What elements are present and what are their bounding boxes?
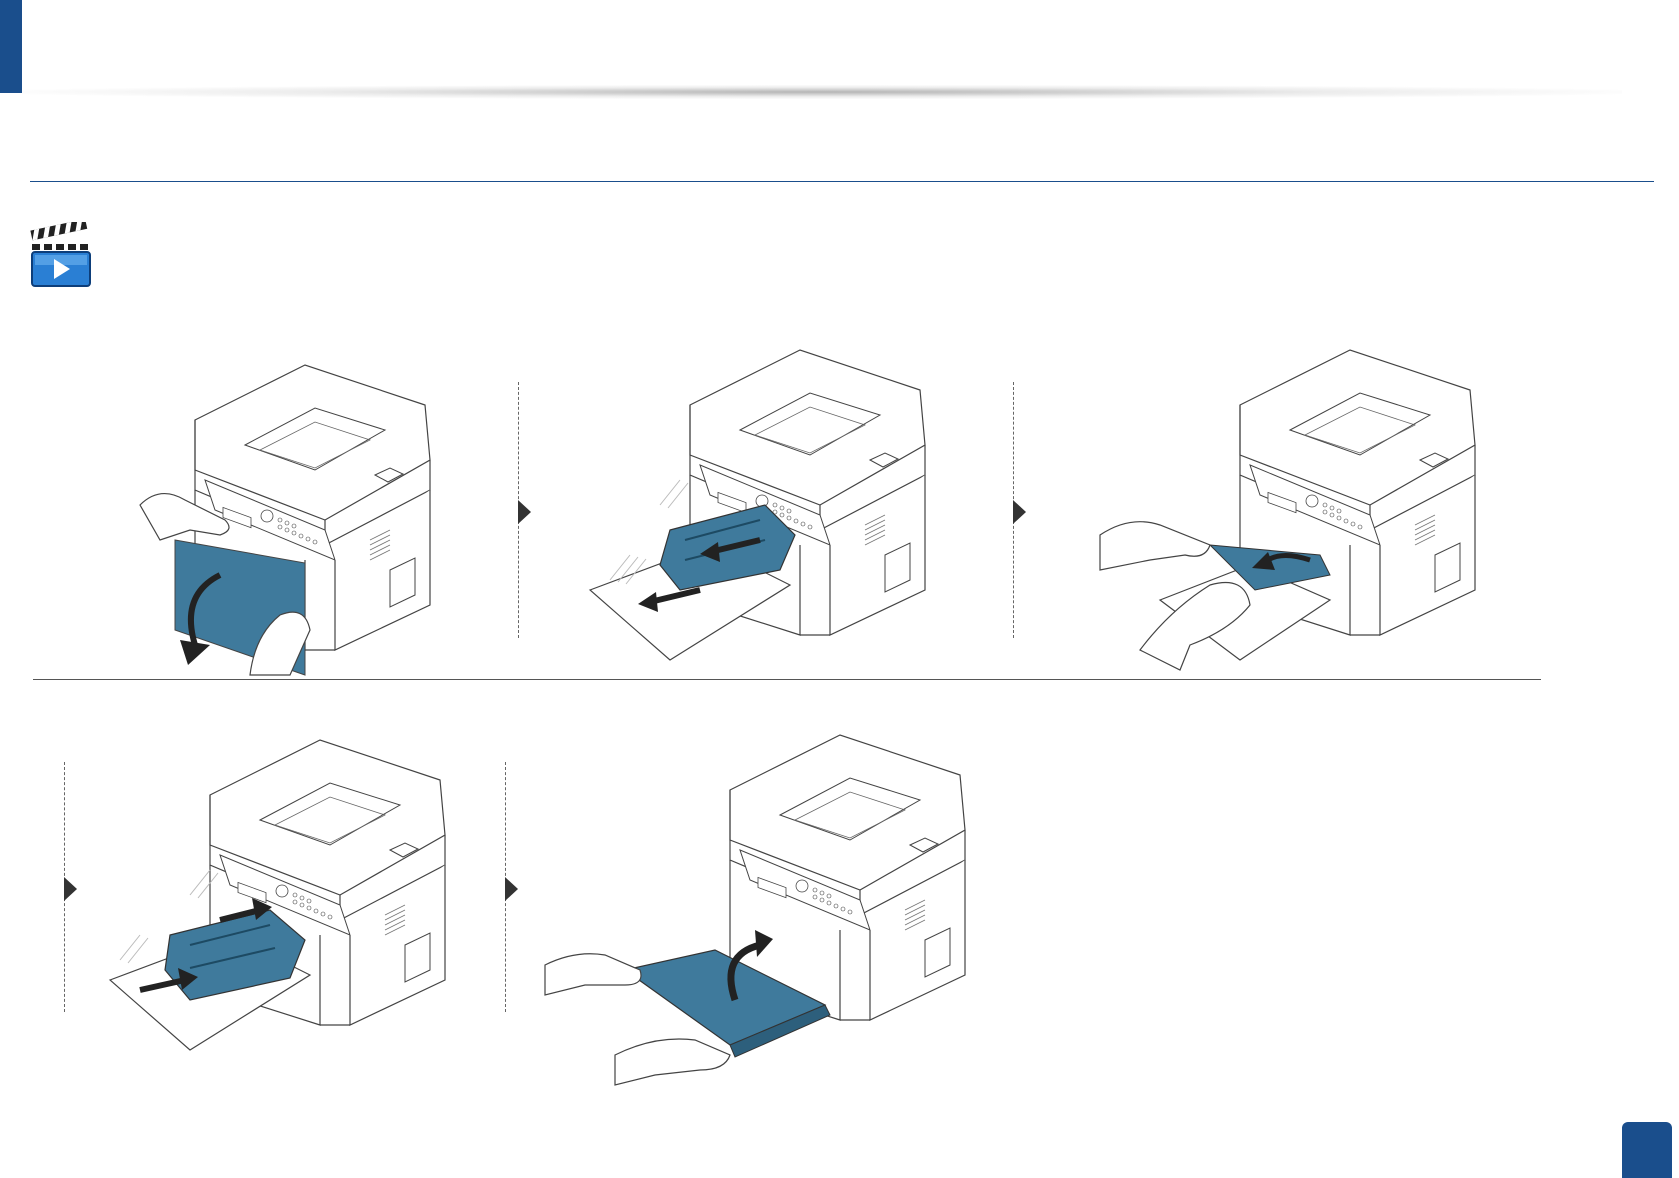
step-arrow-icon xyxy=(1013,500,1026,524)
step-open-front-door xyxy=(140,345,460,665)
step-arrow-icon xyxy=(518,500,531,524)
page-number-badge xyxy=(1622,1122,1672,1178)
step-arrow-icon xyxy=(64,877,77,901)
video-clapper-icon[interactable] xyxy=(30,222,92,288)
step-remove-toner-cartridge xyxy=(590,330,950,670)
section-divider xyxy=(30,181,1654,182)
header-shadow-rule xyxy=(22,85,1622,99)
step-pull-out-jammed-paper xyxy=(1090,330,1510,680)
row-divider xyxy=(33,679,1541,680)
header-accent-bar xyxy=(0,0,22,93)
step-reinsert-toner-cartridge xyxy=(110,720,470,1060)
step-close-front-door xyxy=(545,715,1005,1095)
step-arrow-icon xyxy=(505,877,518,901)
